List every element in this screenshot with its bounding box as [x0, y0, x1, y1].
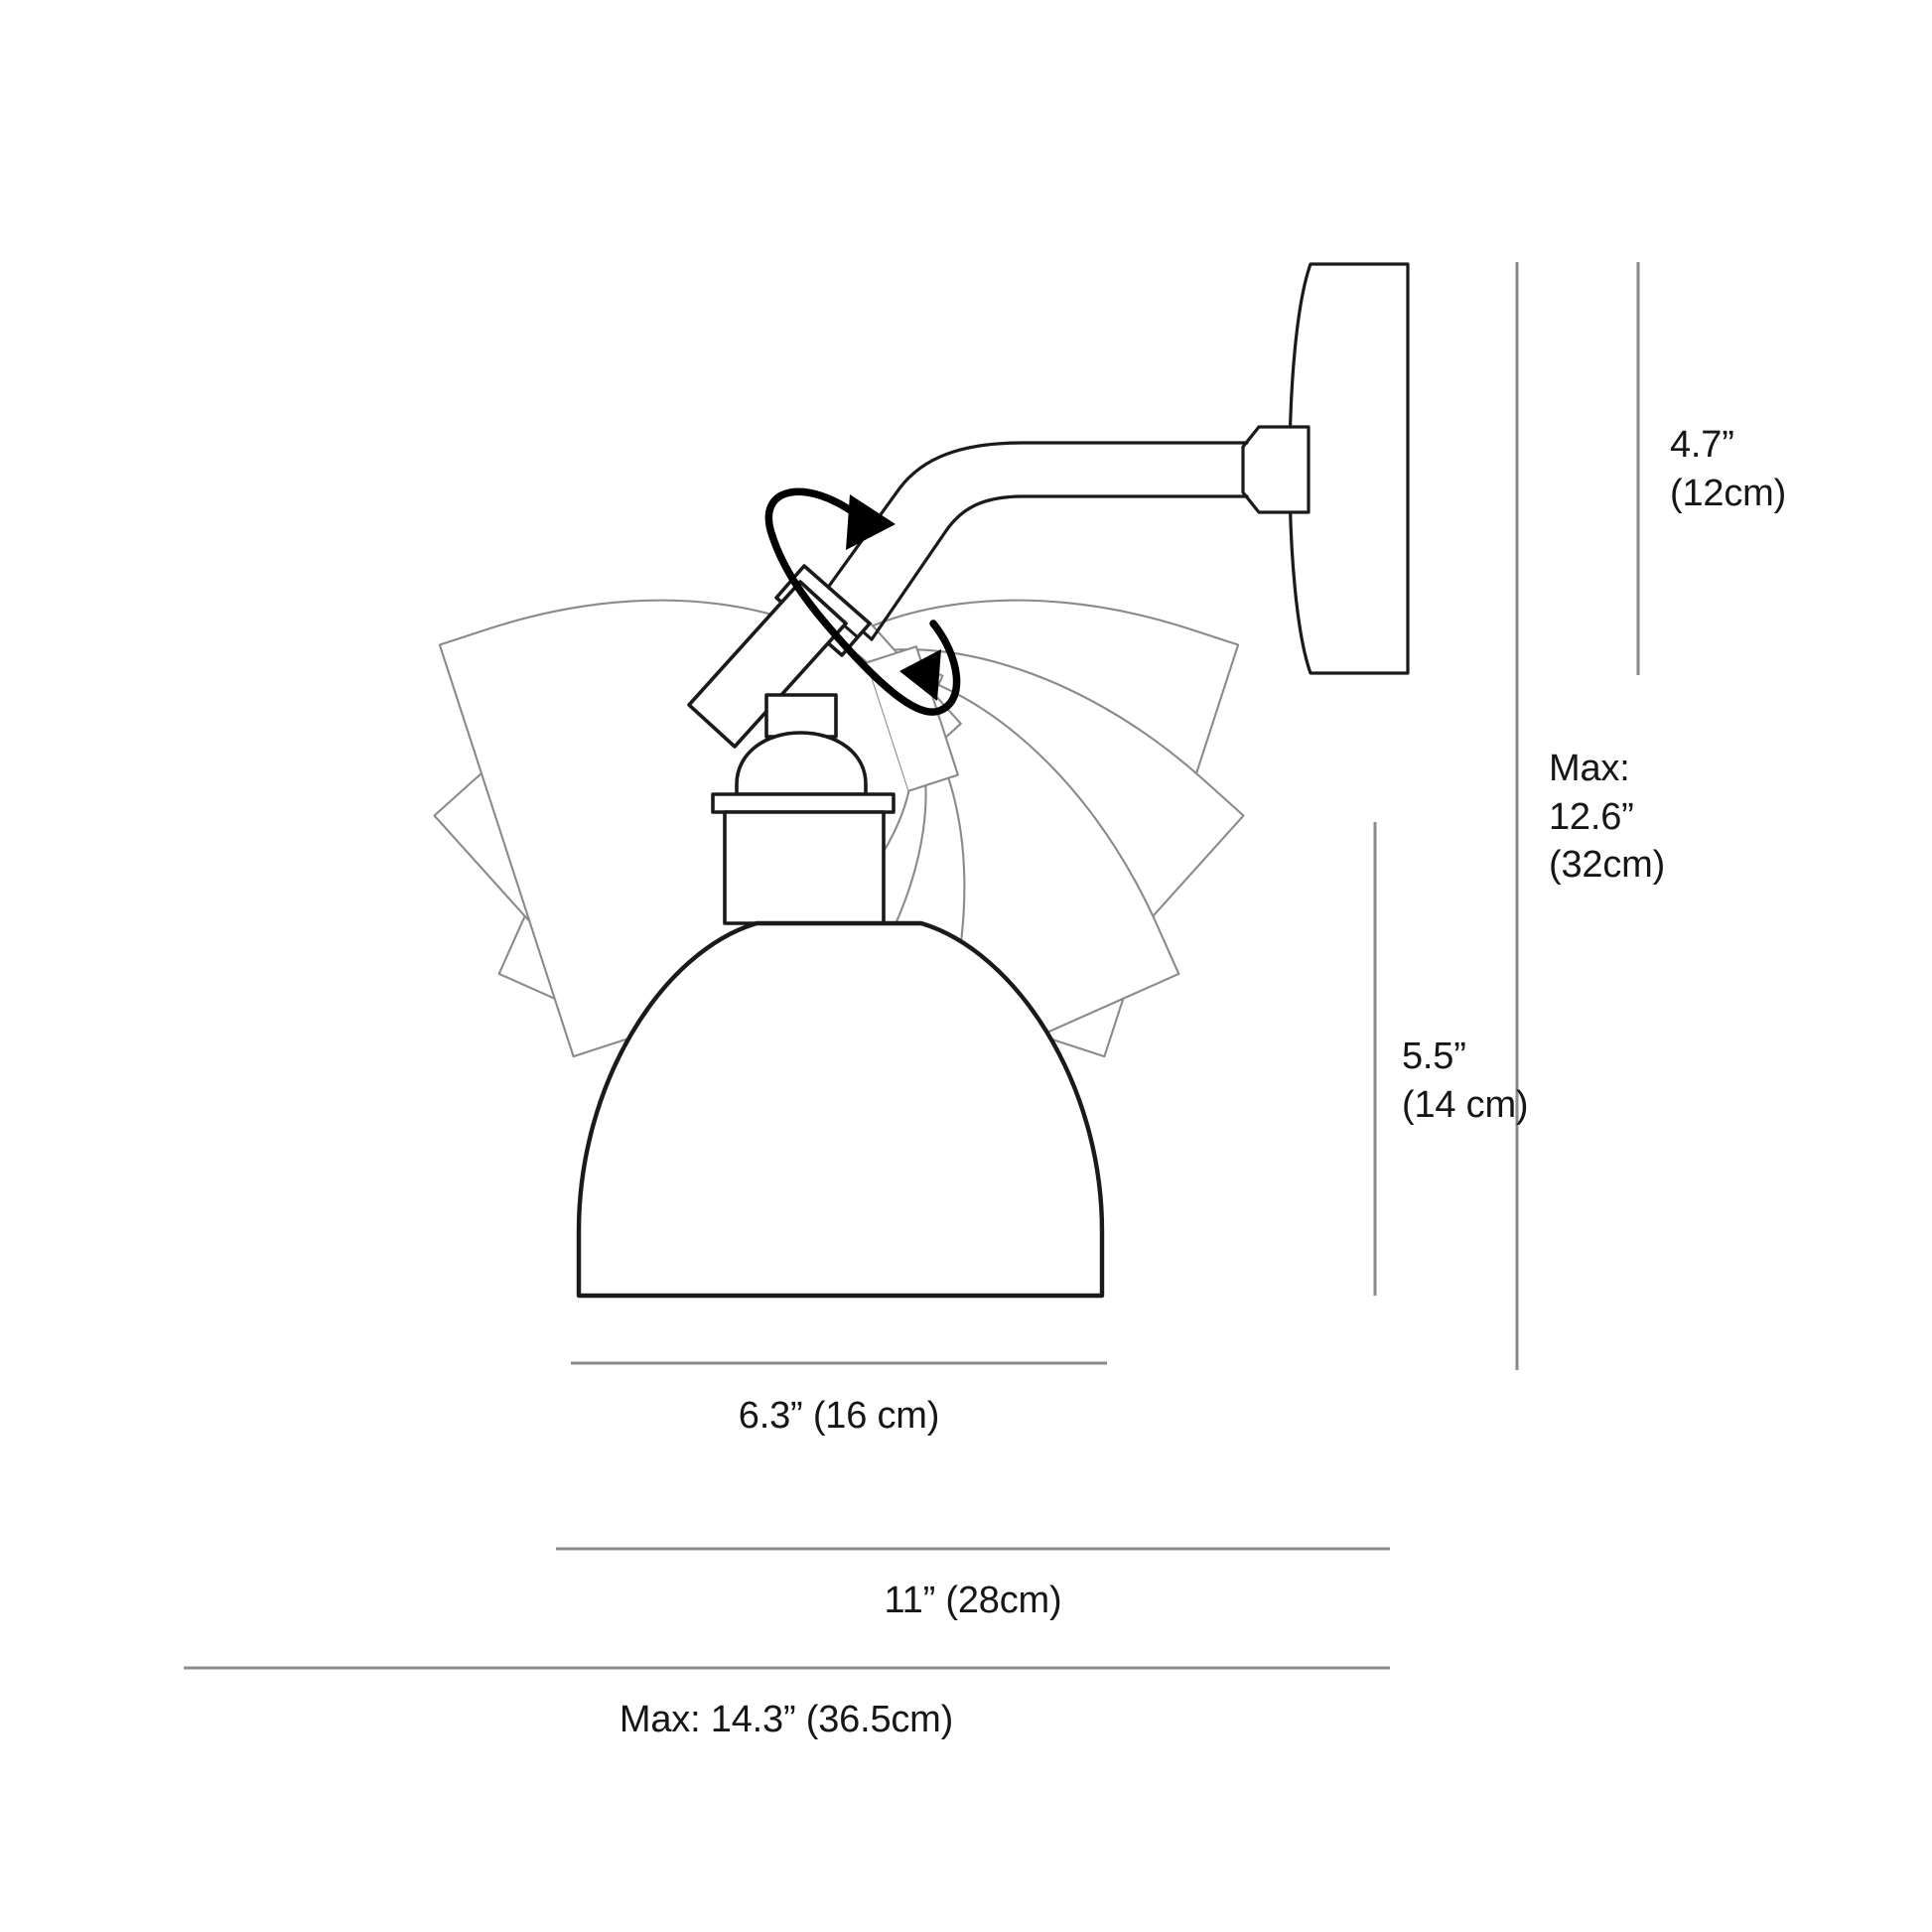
dim-label-projection: 11” (28cm)	[884, 1580, 1062, 1621]
dim-label-wall-plate-height: 4.7” (12cm)	[1670, 424, 1787, 514]
dim-label-shade-diameter: 6.3” (16 cm)	[738, 1395, 940, 1437]
dim-label-shade-height: 5.5” (14 cm)	[1402, 1035, 1529, 1126]
wall-plate-collar	[1241, 425, 1311, 514]
rotation-arrow-head-bottom	[899, 649, 941, 701]
rotation-arrow-head-top	[846, 494, 896, 550]
bell-shade	[576, 920, 1105, 1299]
shade-hub	[711, 693, 896, 925]
dimension-lines	[184, 262, 1640, 1670]
dim-label-max-projection: Max: 14.3” (36.5cm)	[619, 1699, 954, 1740]
dim-label-max-height: Max: 12.6” (32cm)	[1549, 748, 1666, 887]
rotation-arrow	[764, 487, 961, 716]
